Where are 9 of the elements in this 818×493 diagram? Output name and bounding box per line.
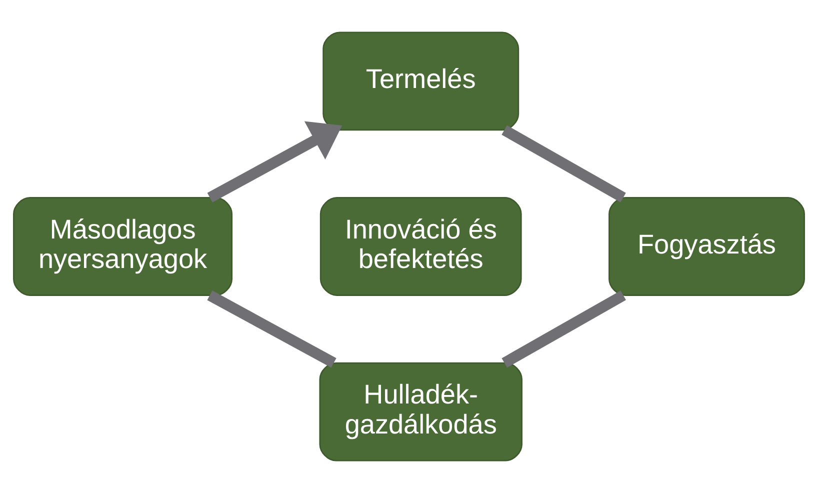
arrow (207, 121, 342, 202)
connector (207, 290, 336, 368)
node-box: Termelés (322, 32, 520, 131)
connector (502, 125, 626, 202)
node-box: Fogyasztás (608, 197, 805, 296)
node-box: Másodlagos nyersanyagok (13, 197, 233, 296)
connector (502, 290, 626, 368)
node-box: Innováció és befektetés (320, 197, 522, 296)
node-box: Hulladék- gazdálkodás (319, 362, 522, 462)
